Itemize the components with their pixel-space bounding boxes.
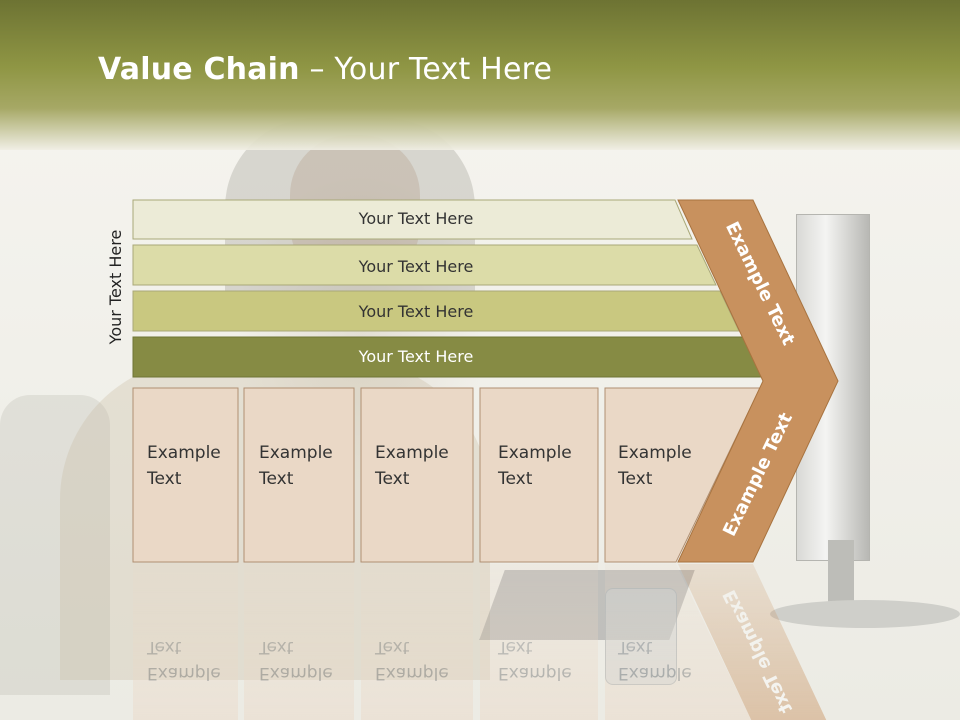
- reflection-text-4: ExampleText: [497, 637, 572, 683]
- background-photo-monitor-base: [770, 600, 960, 628]
- background-photo-chair: [0, 395, 110, 695]
- row-label-2: Your Text Here: [358, 257, 474, 276]
- background-photo-glass: [605, 588, 677, 685]
- column-box-4[interactable]: [479, 387, 599, 563]
- row-label-4: Your Text Here: [358, 347, 474, 366]
- row-label-3: Your Text Here: [358, 302, 474, 321]
- title-banner: [0, 0, 960, 150]
- reflection-text-1: ExampleText: [146, 637, 221, 683]
- reflection-text-5: ExampleText: [617, 637, 692, 683]
- column-box-2[interactable]: [243, 387, 355, 563]
- row-bar-2[interactable]: [132, 244, 717, 286]
- slide-title[interactable]: Value Chain – Your Text Here: [98, 52, 552, 87]
- vertical-label[interactable]: Your Text Here: [106, 230, 125, 346]
- row-label-1: Your Text Here: [358, 209, 474, 228]
- title-rest: – Your Text Here: [299, 52, 553, 87]
- reflection-text-3: ExampleText: [374, 637, 449, 683]
- diagram-reflection: ExampleText ExampleText ExampleText Exam…: [133, 564, 827, 720]
- row-bar-1[interactable]: [132, 199, 693, 240]
- chevron-arrow[interactable]: [677, 199, 839, 563]
- title-bold: Value Chain: [98, 52, 300, 87]
- background-photo-monitor-stand: [828, 540, 854, 610]
- column-box-3[interactable]: [360, 387, 474, 563]
- reflection-text-2: ExampleText: [258, 637, 333, 683]
- column-box-5[interactable]: [604, 387, 761, 563]
- column-box-1[interactable]: [132, 387, 239, 563]
